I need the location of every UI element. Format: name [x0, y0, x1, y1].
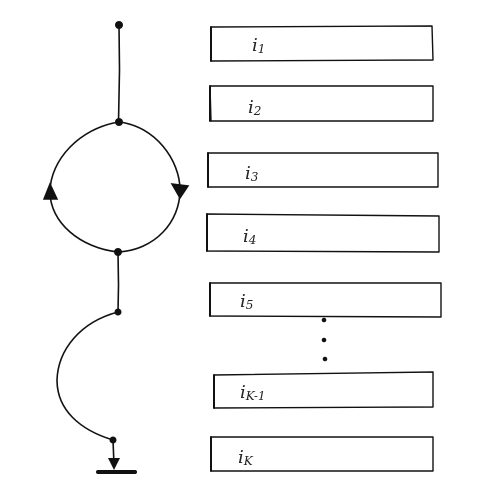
mid-edge [117, 251, 120, 313]
array-cell: iK-1 [213, 371, 434, 409]
cell-label: i4 [243, 226, 256, 247]
down-arrow-icon [108, 458, 120, 470]
array-cell: iK [210, 436, 434, 472]
right-branch [117, 121, 181, 253]
cell-label: iK [238, 447, 254, 468]
array-cell: i4 [206, 213, 440, 253]
lower-branch [56, 311, 119, 441]
array: i1 i2 i3 i4 [206, 25, 442, 472]
array-cell: i2 [209, 85, 434, 122]
start-node [115, 21, 123, 29]
ellipsis-icon [321, 317, 328, 362]
cell-label: i2 [248, 97, 261, 118]
left-branch [49, 121, 120, 253]
top-edge [117, 24, 121, 123]
array-cell: i5 [209, 282, 442, 318]
path-graph [42, 21, 190, 474]
cell-label: i5 [240, 291, 253, 312]
up-arrow-icon [42, 182, 59, 200]
cell-label: i3 [245, 163, 259, 184]
array-cell: i3 [207, 152, 439, 188]
cell-label: i1 [252, 35, 265, 56]
cell-label: iK-1 [240, 382, 266, 403]
array-cell: i1 [210, 25, 434, 62]
down-arrow-icon [170, 183, 190, 200]
